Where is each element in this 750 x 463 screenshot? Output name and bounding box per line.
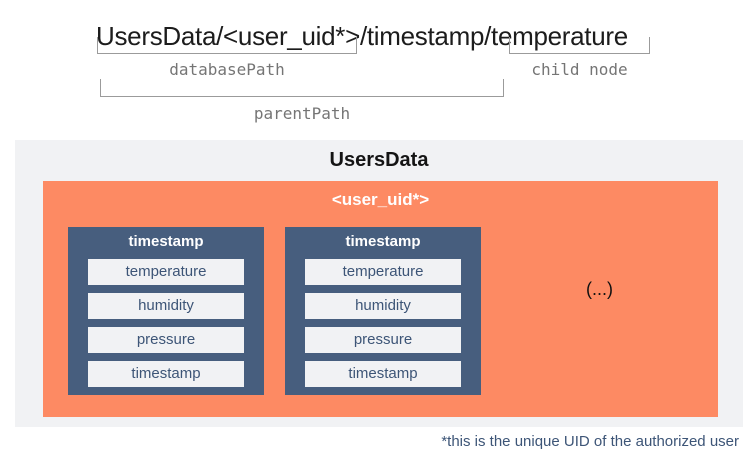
field-timestamp: timestamp — [305, 361, 461, 387]
field-timestamp: timestamp — [88, 361, 244, 387]
uid-footnote: *this is the unique UID of the authorize… — [441, 433, 739, 450]
field-temperature: temperature — [305, 259, 461, 285]
field-temperature: temperature — [88, 259, 244, 285]
child-node-label: child node — [531, 60, 628, 79]
database-path-label: databasePath — [169, 60, 285, 79]
parent-path-label: parentPath — [253, 104, 351, 123]
timestamp-node-title: timestamp — [128, 233, 204, 250]
more-nodes-ellipsis: (...) — [586, 279, 613, 299]
timestamp-node: timestamp temperature humidity pressure … — [285, 227, 481, 395]
user-uid-node: <user_uid*> timestamp temperature humidi… — [43, 181, 718, 417]
timestamp-node-title: timestamp — [345, 233, 421, 250]
user-uid-label: <user_uid*> — [331, 190, 430, 209]
field-humidity: humidity — [305, 293, 461, 319]
timestamp-node: timestamp temperature humidity pressure … — [68, 227, 264, 395]
database-path-text: UsersData/<user_uid*>/timestamp/temperat… — [96, 21, 628, 51]
parent-path-bracket — [100, 79, 504, 97]
users-data-panel: UsersData <user_uid*> timestamp temperat… — [15, 140, 743, 427]
database-path-bracket — [97, 37, 357, 54]
field-pressure: pressure — [305, 327, 461, 353]
child-node-bracket — [509, 37, 650, 54]
root-node-title: UsersData — [329, 149, 429, 171]
field-humidity: humidity — [88, 293, 244, 319]
field-pressure: pressure — [88, 327, 244, 353]
